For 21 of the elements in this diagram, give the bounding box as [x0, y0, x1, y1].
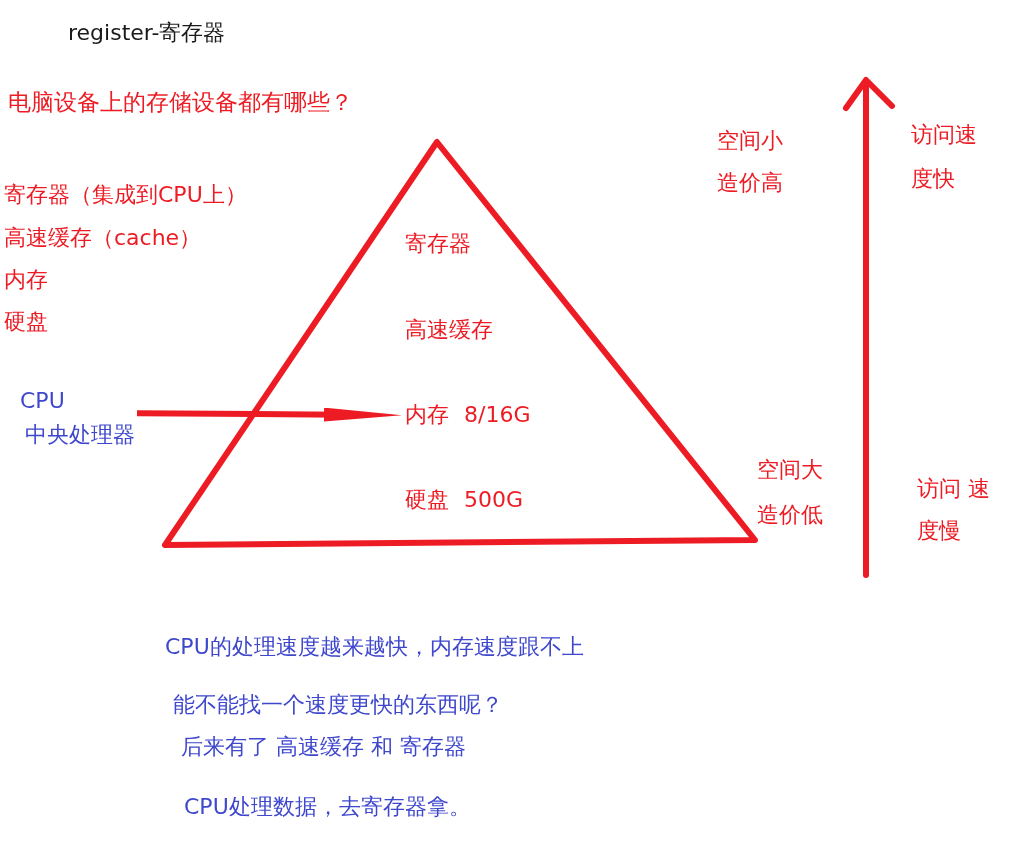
list-item: 高速缓存（cache）: [4, 225, 202, 252]
storage-level-label: 硬盘 500G: [405, 487, 524, 514]
list-item: 内存: [4, 267, 48, 294]
note-text: 后来有了 高速缓存 和 寄存器: [181, 734, 466, 761]
storage-level-label: 寄存器: [405, 231, 471, 258]
annotation-text: 空间大: [757, 457, 823, 484]
question-text: 电脑设备上的存储设备都有哪些？: [8, 89, 353, 117]
annotation-text: 造价低: [757, 502, 823, 529]
note-text: CPU处理数据，去寄存器拿。: [184, 794, 471, 821]
list-item: 寄存器（集成到CPU上）: [4, 182, 247, 209]
page-title: register-寄存器: [68, 20, 226, 47]
annotation-text: 造价高: [717, 170, 783, 197]
storage-level-label: 高速缓存: [405, 317, 493, 344]
speed-annotation: 访问 速度慢: [917, 475, 991, 545]
note-text: CPU的处理速度越来越快，内存速度跟不上: [165, 634, 584, 661]
annotation-text: 空间小: [717, 128, 783, 155]
note-text: 能不能找一个速度更快的东西呢？: [173, 692, 503, 719]
storage-level-label: 内存 8/16G: [405, 402, 531, 429]
list-item: 硬盘: [4, 309, 48, 336]
processor-label: CPU 中央处理器: [20, 388, 135, 449]
speed-annotation: 访问速度快: [911, 121, 978, 193]
